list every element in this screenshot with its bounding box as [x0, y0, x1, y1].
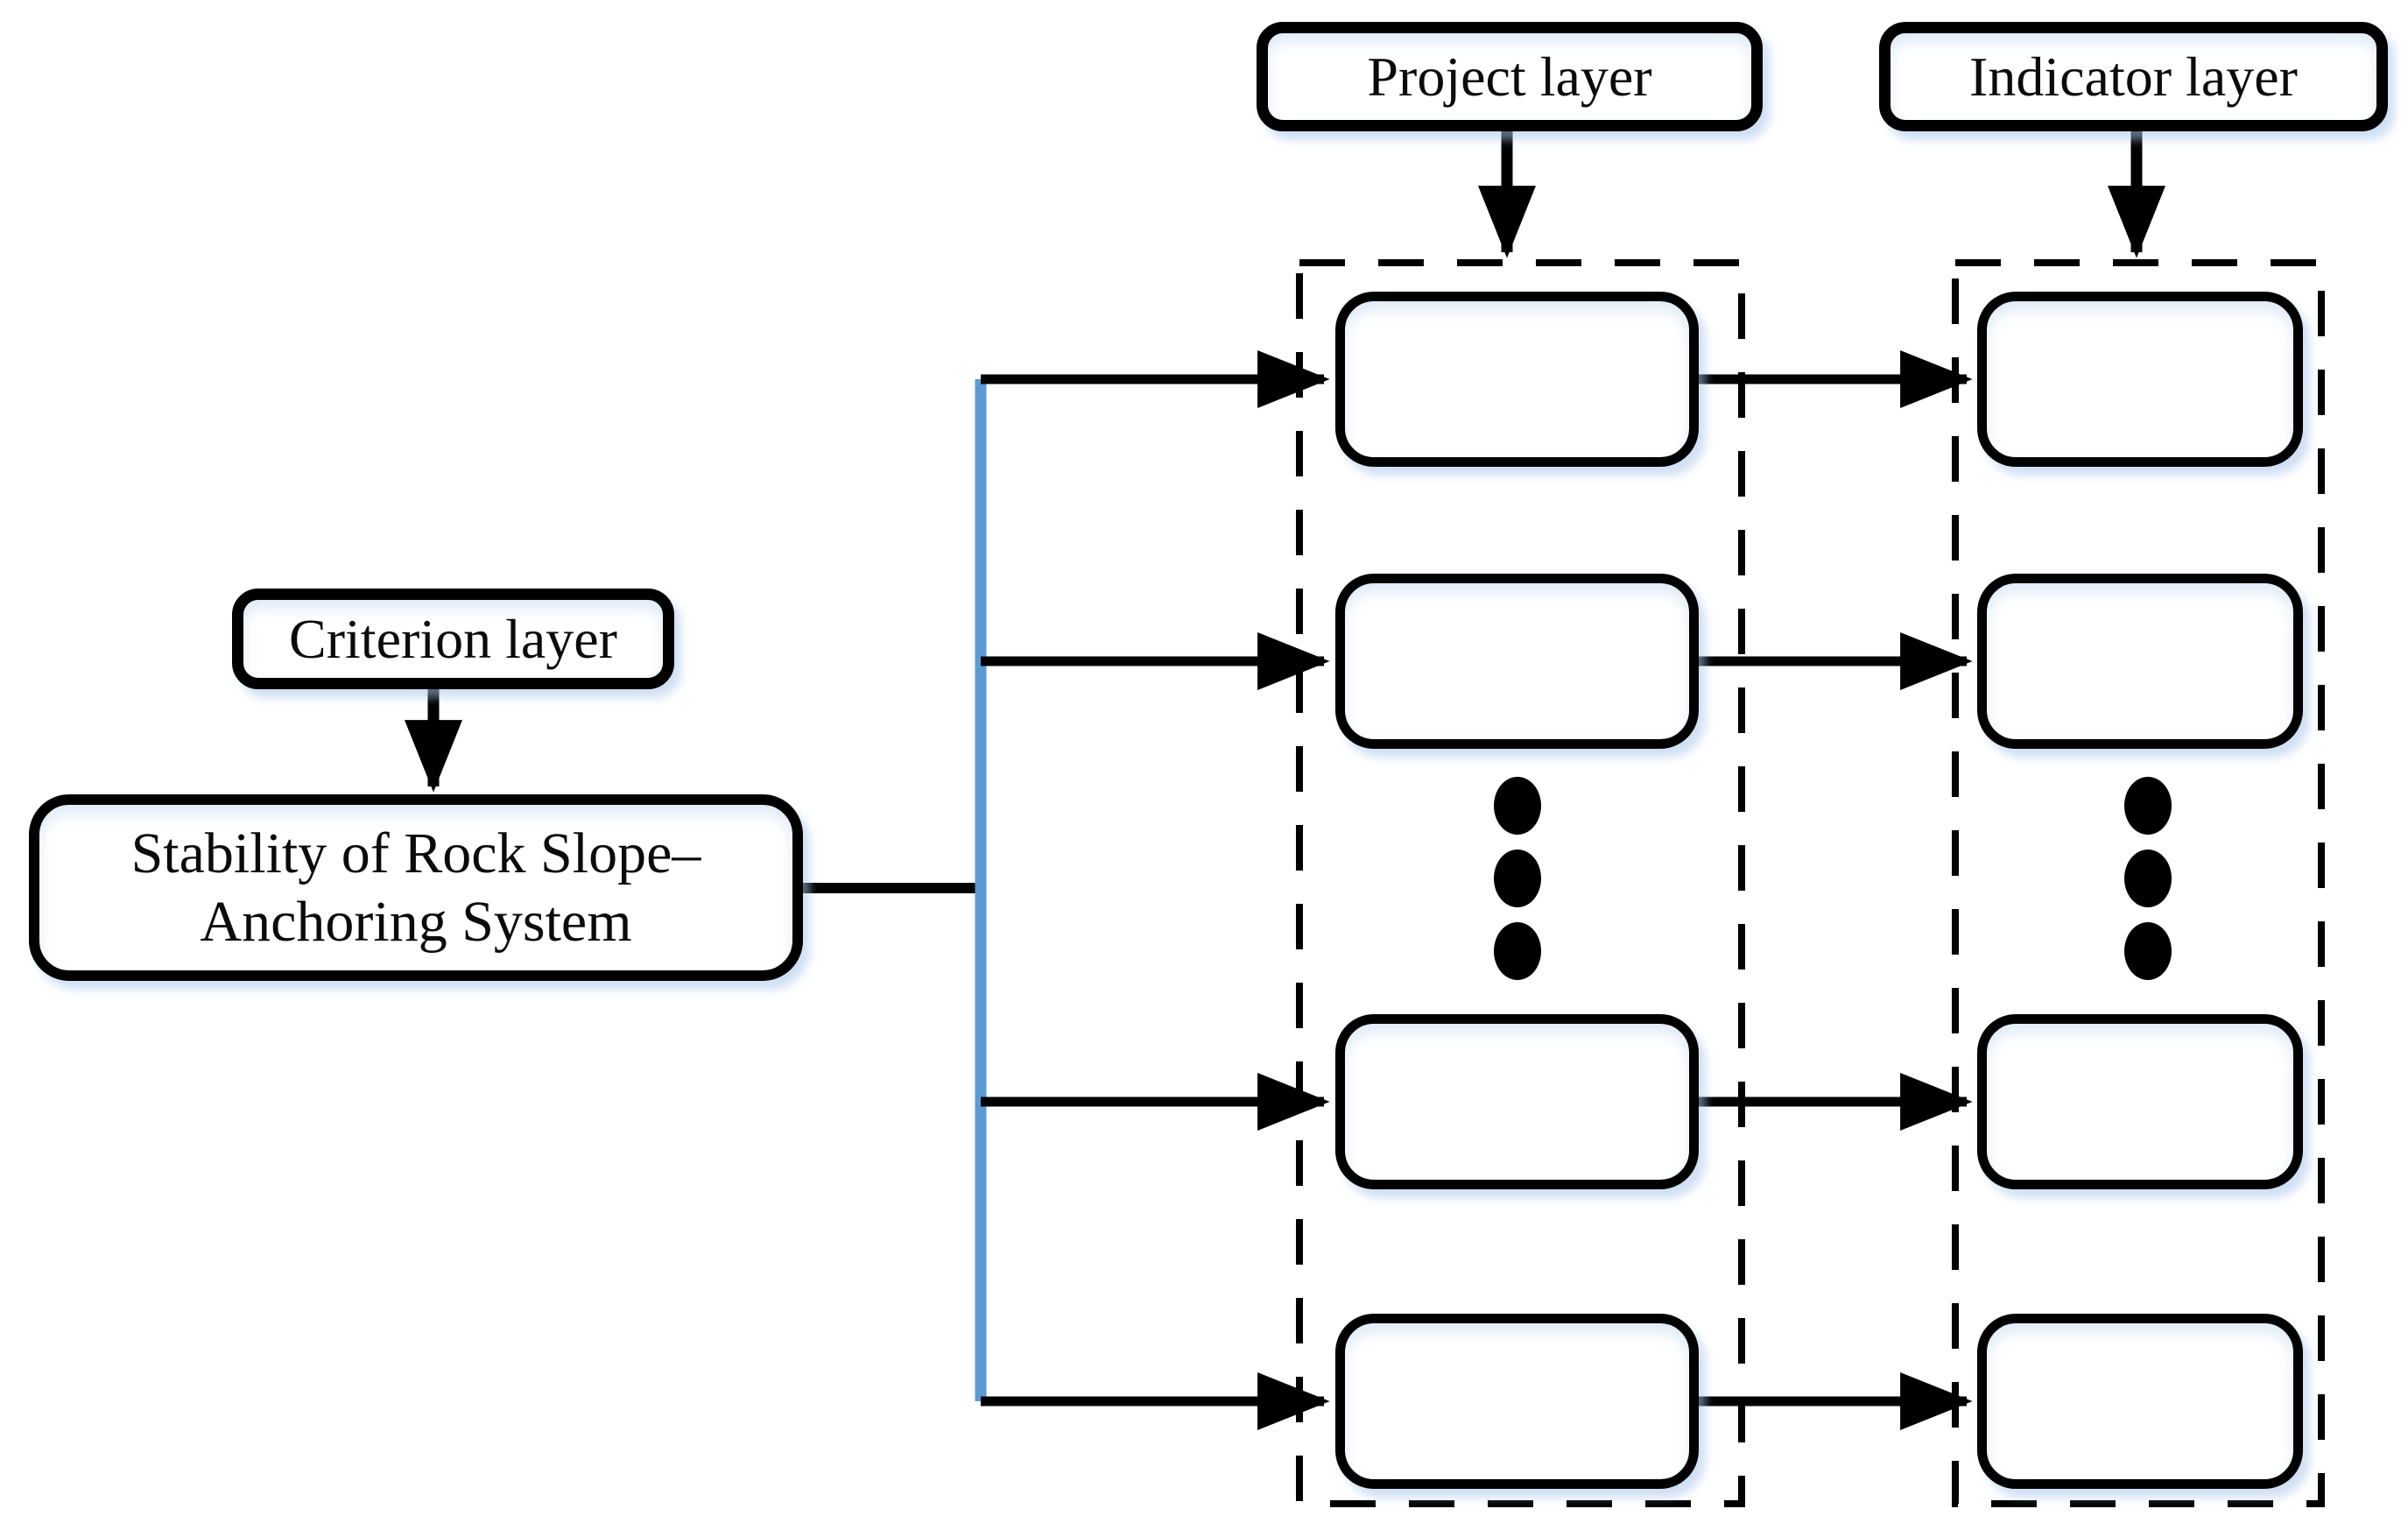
project-box-4	[1335, 1314, 1699, 1489]
project-group-dashed-border	[1296, 259, 1745, 1507]
project-box-3	[1335, 1014, 1699, 1189]
criterion-goal-text: Stability of Rock Slope– Anchoring Syste…	[131, 820, 701, 955]
project-ellipsis-dot	[1494, 922, 1541, 980]
indicator-group-dashed-border	[1952, 259, 2325, 1507]
project-layer-label-text: Project layer	[1367, 45, 1652, 108]
indicator-box-1	[1977, 292, 2303, 467]
indicator-layer-label-text: Indicator layer	[1969, 45, 2298, 108]
indicator-box-3	[1977, 1014, 2303, 1189]
indicator-ellipsis-dot	[2124, 850, 2172, 907]
indicator-box-2	[1977, 574, 2303, 749]
project-box-1	[1335, 292, 1699, 467]
indicator-ellipsis-dot	[2124, 922, 2172, 980]
project-ellipsis-dot	[1494, 777, 1541, 835]
indicator-ellipsis-dot	[2124, 777, 2172, 835]
project-ellipsis-dot	[1494, 850, 1541, 907]
indicator-layer-label: Indicator layer	[1879, 22, 2388, 131]
criterion-layer-label-text: Criterion layer	[289, 607, 617, 670]
criterion-goal-line1: Stability of Rock Slope–	[130, 821, 701, 886]
criterion-goal-node: Stability of Rock Slope– Anchoring Syste…	[29, 794, 803, 981]
indicator-box-4	[1977, 1314, 2303, 1489]
criterion-goal-line2: Anchoring System	[200, 889, 632, 954]
criterion-layer-label: Criterion layer	[232, 589, 674, 689]
project-box-2	[1335, 574, 1699, 749]
project-layer-label: Project layer	[1257, 22, 1763, 131]
